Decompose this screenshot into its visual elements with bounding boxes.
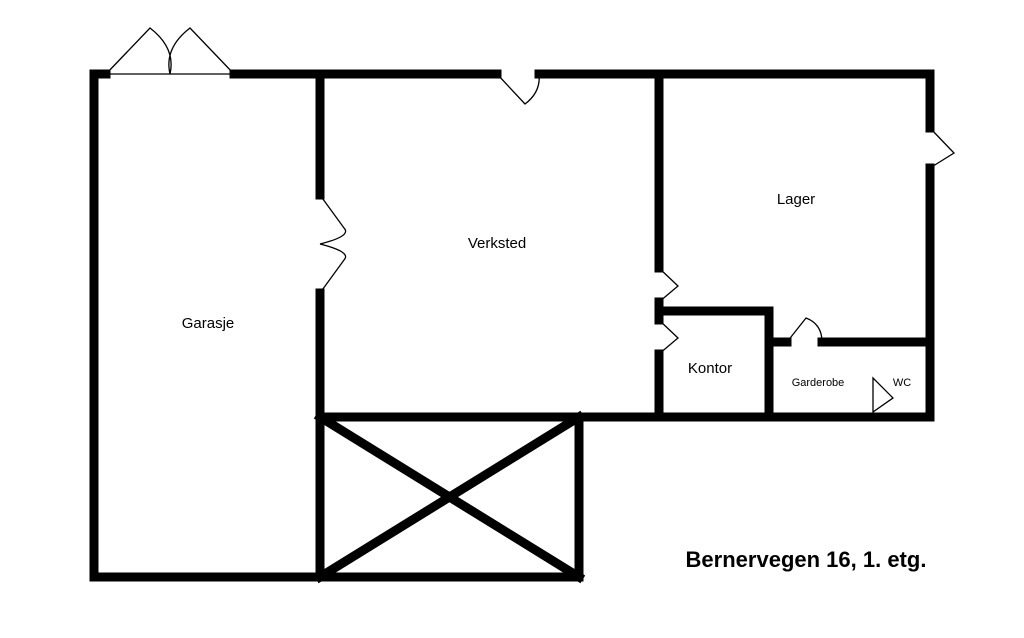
door-garage-verksted-upper — [319, 194, 347, 245]
door-garage-entrance-right — [168, 27, 235, 75]
room-label-garasje: Garasje — [182, 315, 235, 332]
room-label-verksted: Verksted — [468, 235, 526, 252]
void-diagonal-2 — [313, 410, 586, 584]
door-garage-verksted-lower — [319, 243, 347, 294]
plan-title: Bernervegen 16, 1. etg. — [686, 547, 927, 572]
room-label-wc: WC — [893, 377, 911, 389]
door-lager-exterior — [929, 127, 956, 169]
room-labels: Garasje Verksted Lager Kontor Garderobe … — [182, 191, 911, 389]
room-label-kontor: Kontor — [688, 360, 732, 377]
void-area — [313, 410, 586, 584]
door-wc — [872, 376, 895, 414]
door-verksted-top — [496, 73, 540, 105]
room-label-lager: Lager — [777, 191, 815, 208]
door-verksted-lager — [658, 267, 679, 303]
door-verksted-kontor — [658, 319, 679, 355]
doors — [105, 27, 956, 414]
walls — [89, 69, 935, 582]
room-label-garderobe: Garderobe — [792, 377, 845, 389]
door-lager-garderobe — [786, 317, 823, 343]
door-garage-entrance-left — [105, 27, 172, 75]
